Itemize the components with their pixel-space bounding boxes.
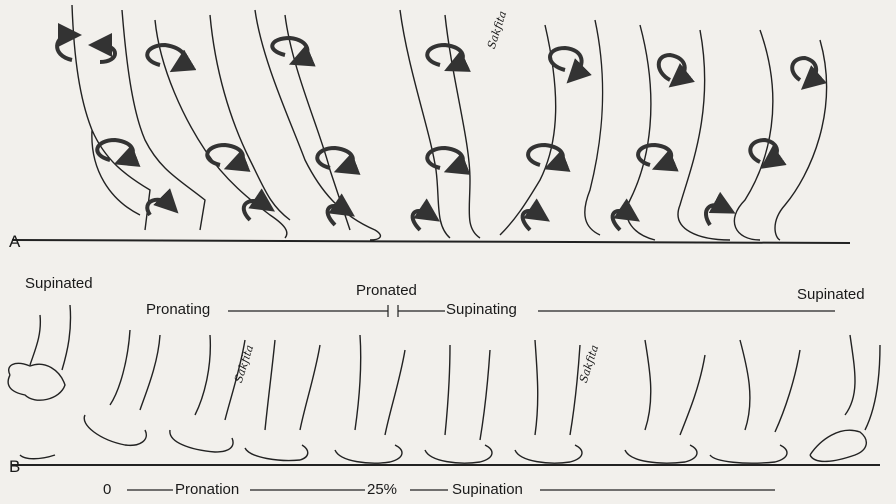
- panel-b-feet: [8, 305, 880, 463]
- panel-a-rotation-arrows: [57, 35, 816, 230]
- supinating-label: Supinating: [446, 302, 517, 318]
- panel-b-phase-brackets: [228, 305, 835, 317]
- pronating-label: Pronating: [146, 302, 210, 318]
- supinated-right-label: Supinated: [797, 287, 865, 303]
- timeline-supination: Supination: [452, 482, 523, 498]
- timeline-mid: 25%: [367, 482, 397, 498]
- timeline-start: 0: [103, 482, 111, 498]
- panel-a-label: A: [9, 234, 20, 250]
- panel-b-label: B: [9, 459, 20, 475]
- timeline-pronation: Pronation: [175, 482, 239, 498]
- supinated-left-label: Supinated: [25, 276, 93, 292]
- pronated-label: Pronated: [356, 283, 417, 299]
